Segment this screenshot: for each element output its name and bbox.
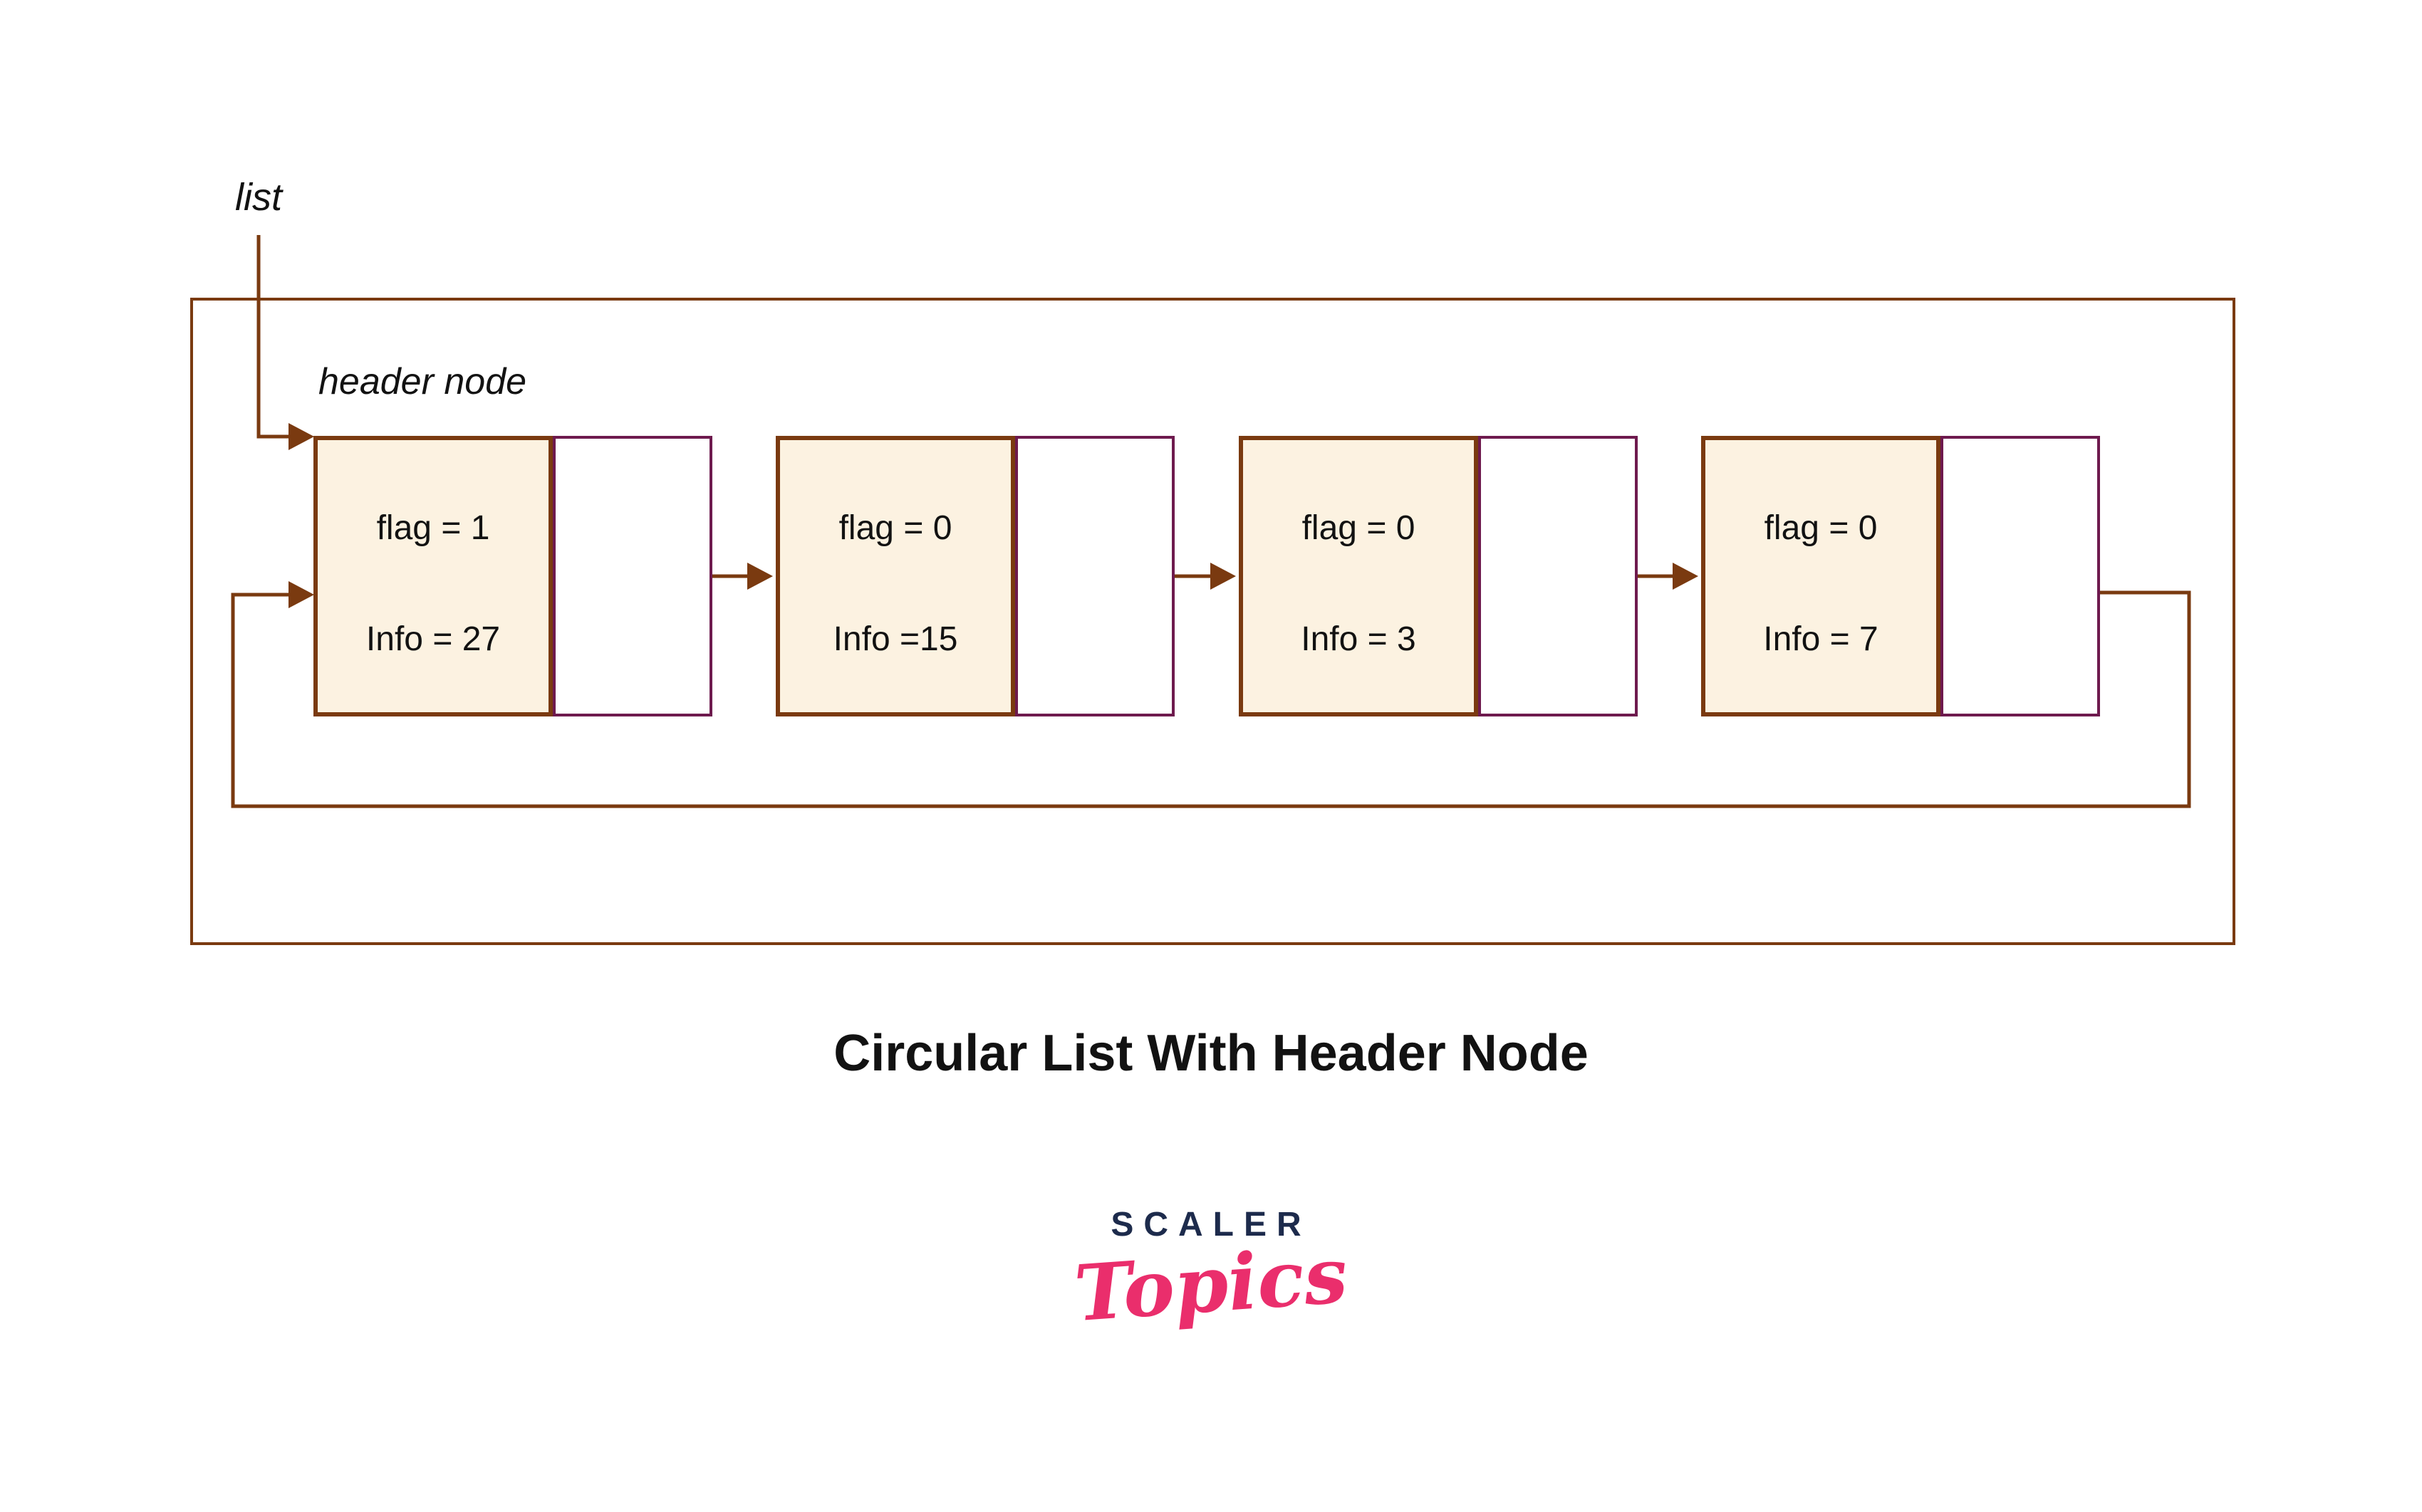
logo-sub-text: Topics <box>1071 1230 1351 1340</box>
node-flag-value: flag = 0 <box>1301 509 1415 547</box>
node-flag-value: flag = 1 <box>376 509 490 547</box>
node-data-cell: flag = 0 Info = 7 <box>1701 436 1940 716</box>
header-node-label: header node <box>318 361 527 402</box>
node-flag-value: flag = 0 <box>1764 509 1878 547</box>
node-pointer-cell <box>553 436 712 716</box>
node-data-cell: flag = 1 Info = 27 <box>313 436 553 716</box>
node-flag-value: flag = 0 <box>838 509 952 547</box>
node-pointer-cell <box>1940 436 2100 716</box>
node-info-value: Info = 3 <box>1301 620 1416 658</box>
scaler-topics-logo: SCALER Topics <box>0 1205 2422 1339</box>
node-pointer-cell <box>1015 436 1175 716</box>
node-data-cell: flag = 0 Info =15 <box>776 436 1015 716</box>
list-pointer-label: list <box>235 176 282 219</box>
node-info-value: Info = 27 <box>365 620 501 658</box>
logo-brand-text: SCALER <box>1111 1206 1311 1244</box>
node-info-value: Info =15 <box>833 620 958 658</box>
diagram-title: Circular List With Header Node <box>833 1025 1589 1082</box>
circular-list-boundary-box <box>190 298 2235 945</box>
node-pointer-cell <box>1478 436 1638 716</box>
node-data-cell: flag = 0 Info = 3 <box>1239 436 1478 716</box>
node-info-value: Info = 7 <box>1763 620 1878 658</box>
